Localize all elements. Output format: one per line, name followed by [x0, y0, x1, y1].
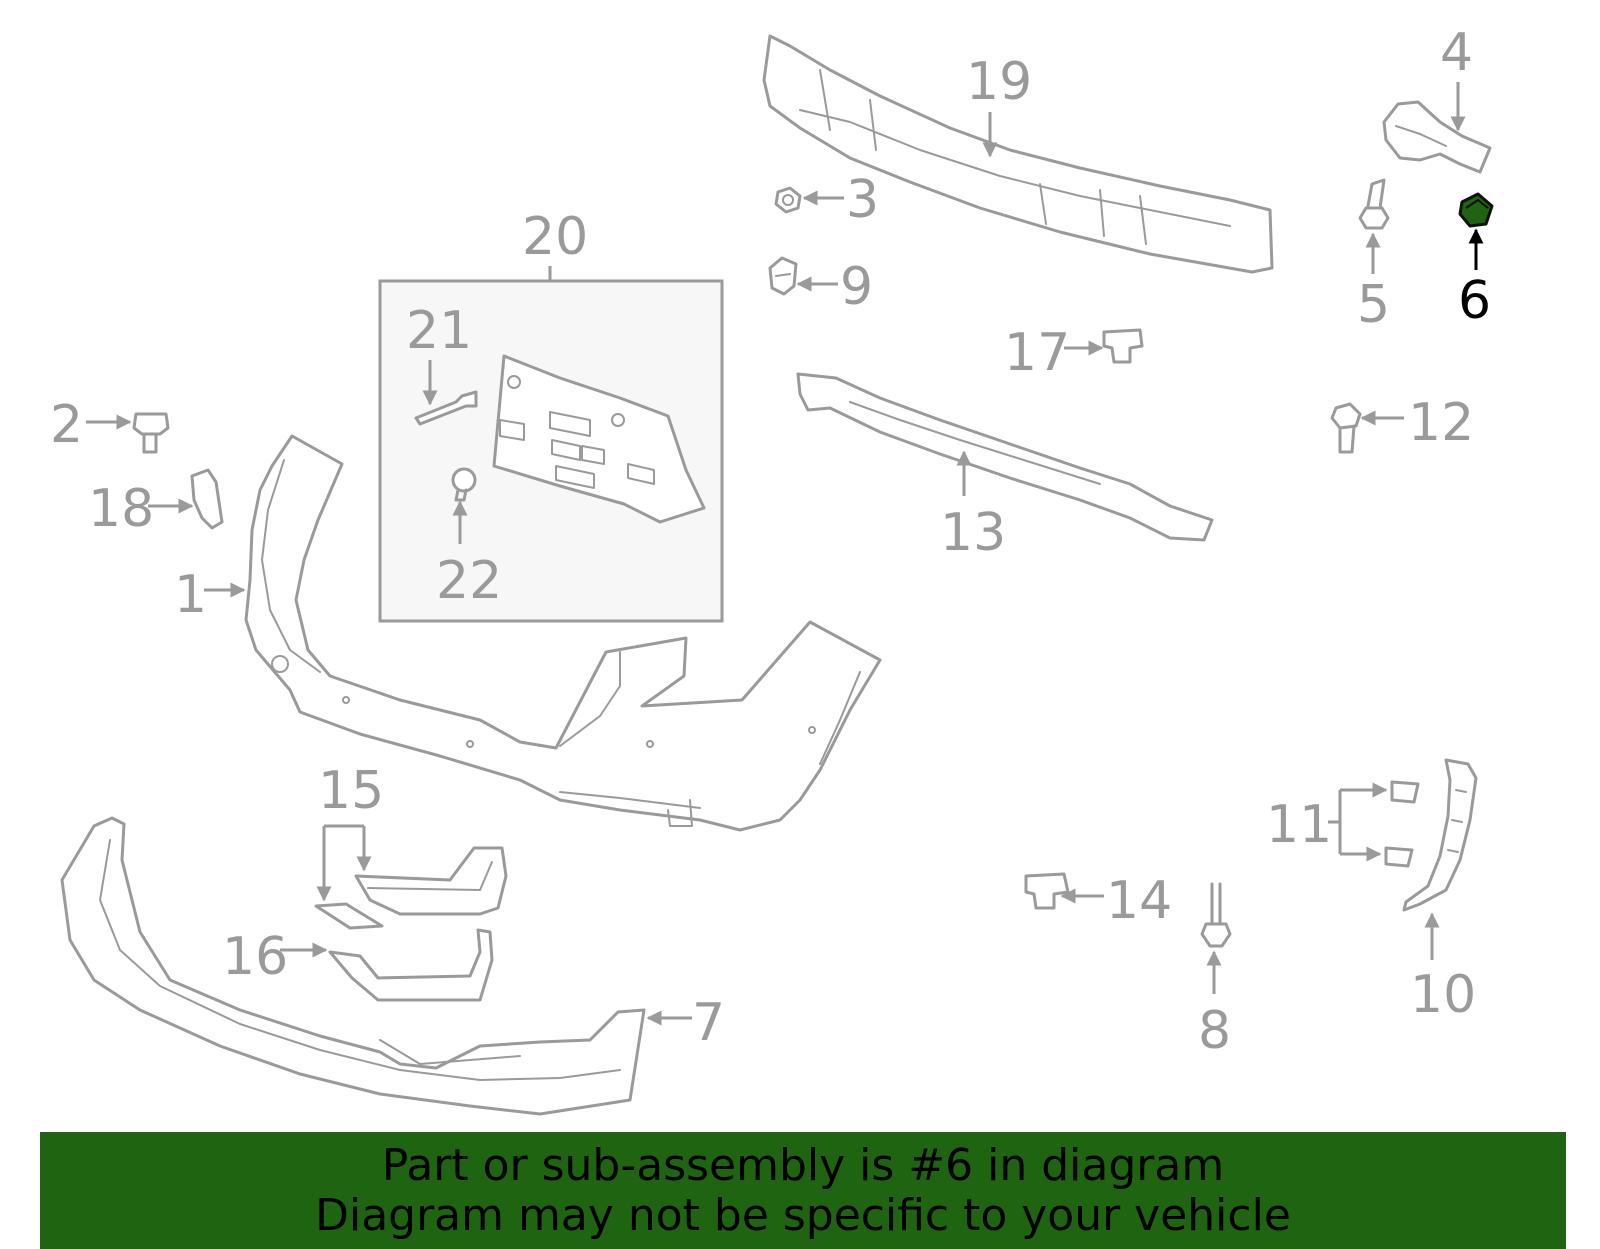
callout-6: 6 [1458, 271, 1491, 331]
callout-8: 8 [1198, 1001, 1231, 1061]
callout-22: 22 [436, 551, 502, 611]
part-2-push-fastener [132, 412, 170, 454]
part-6-clip-highlighted[interactable] [1458, 192, 1494, 228]
part-18-small-bracket [190, 468, 224, 530]
callout-20: 20 [522, 207, 588, 267]
banner-line-1: Part or sub-assembly is #6 in diagram [381, 1139, 1225, 1191]
part-7-lower-fascia [60, 816, 646, 1116]
part-19-impact-bar [762, 34, 1274, 274]
part-4-bracket [1382, 100, 1492, 174]
part-10-side-bracket [1402, 758, 1478, 912]
callout-10: 10 [1410, 965, 1476, 1025]
callout-15: 15 [318, 761, 384, 821]
callout-7: 7 [692, 993, 725, 1053]
part-11-retainers [1384, 780, 1420, 868]
part-8-pin [1200, 882, 1232, 948]
part-16-trim [328, 928, 494, 1002]
callout-19: 19 [966, 52, 1032, 112]
callout-12: 12 [1408, 393, 1474, 453]
part-20-license-bracket-assembly [378, 266, 724, 623]
callout-16: 16 [222, 927, 288, 987]
callout-1: 1 [174, 565, 207, 625]
part-13-lower-absorber [796, 372, 1214, 542]
banner-line-2: Diagram may not be specific to your vehi… [315, 1189, 1291, 1241]
part-17-push-clip [1102, 328, 1144, 364]
callout-17: 17 [1004, 323, 1070, 383]
part-14-clip [1024, 872, 1070, 910]
callout-21: 21 [406, 301, 472, 361]
part-5-bolt [1358, 178, 1390, 230]
callout-14: 14 [1106, 871, 1172, 931]
callout-18: 18 [88, 479, 154, 539]
callout-2: 2 [50, 395, 83, 455]
callout-3: 3 [846, 170, 879, 230]
notice-banner: Part or sub-assembly is #6 in diagram Di… [40, 1132, 1566, 1249]
part-1-bumper-cover [244, 434, 882, 832]
callout-13: 13 [940, 503, 1006, 563]
part-15-bezel [314, 846, 508, 930]
callout-9: 9 [840, 257, 873, 317]
callout-5: 5 [1357, 275, 1390, 335]
part-12-bolt [1330, 402, 1362, 454]
part-3-nut [774, 186, 802, 214]
callout-11: 11 [1266, 795, 1332, 855]
part-9-clip [768, 256, 798, 296]
callout-4: 4 [1440, 23, 1473, 83]
